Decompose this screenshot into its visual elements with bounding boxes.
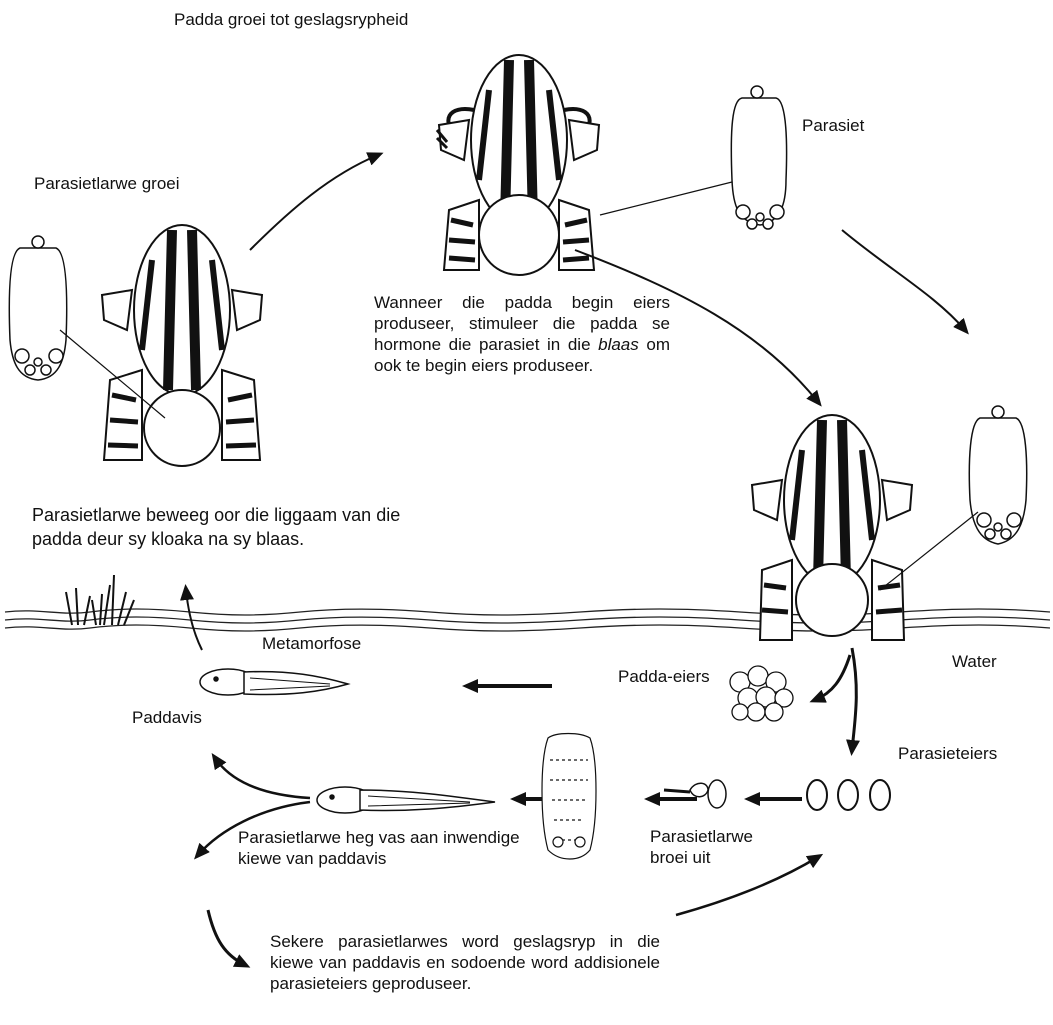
label-water: Water	[952, 652, 997, 671]
label-parasieteiers: Parasieteiers	[898, 744, 998, 763]
frog-top-icon	[435, 54, 601, 276]
label-padda-groei: Padda groei tot geslagsrypheid	[174, 10, 409, 29]
label-metamorfose: Metamorfose	[262, 634, 362, 653]
label-padda-eiers: Padda-eiers	[618, 667, 710, 686]
label-broei-uit: Parasietlarwe broei uit	[650, 827, 753, 867]
label-paddavis: Paddavis	[132, 708, 202, 727]
connector-lines	[59, 181, 979, 591]
hormone-text-blaas: blaas	[598, 335, 639, 354]
frog-right-icon	[750, 414, 914, 641]
water-plants-icon	[65, 574, 135, 626]
hormone-text-a: Wanneer die padda begin eiers produseer,…	[374, 293, 670, 354]
frog-left-icon	[100, 224, 264, 467]
hormone-text-b: om ook te begin eiers produseer.	[374, 335, 670, 375]
parasite-right-icon	[968, 405, 1028, 545]
label-hormone: Wanneer die padda begin eiers produseer,…	[374, 292, 670, 376]
parasite-eggs-icon	[806, 779, 891, 811]
hatching-larvae-icon	[663, 779, 727, 809]
label-parasietlarwe-groei: Parasietlarwe groei	[34, 174, 180, 193]
label-parasiet: Parasiet	[802, 116, 865, 135]
parasite-left-icon	[8, 235, 68, 381]
cycle-arrows	[180, 152, 969, 968]
label-sekere: Sekere parasietlarwes word geslagsryp in…	[270, 932, 660, 993]
larva-in-gills-icon	[541, 732, 597, 860]
frog-eggs-icon	[729, 665, 794, 722]
label-beweeg: Parasietlarwe beweeg oor die liggaam van…	[32, 505, 401, 549]
label-heg-vas: Parasietlarwe heg vas aan inwendige kiew…	[238, 828, 520, 868]
parasite-top-icon	[730, 85, 788, 230]
tadpole-top-icon	[199, 668, 351, 696]
tadpole-bottom-icon	[316, 786, 496, 814]
